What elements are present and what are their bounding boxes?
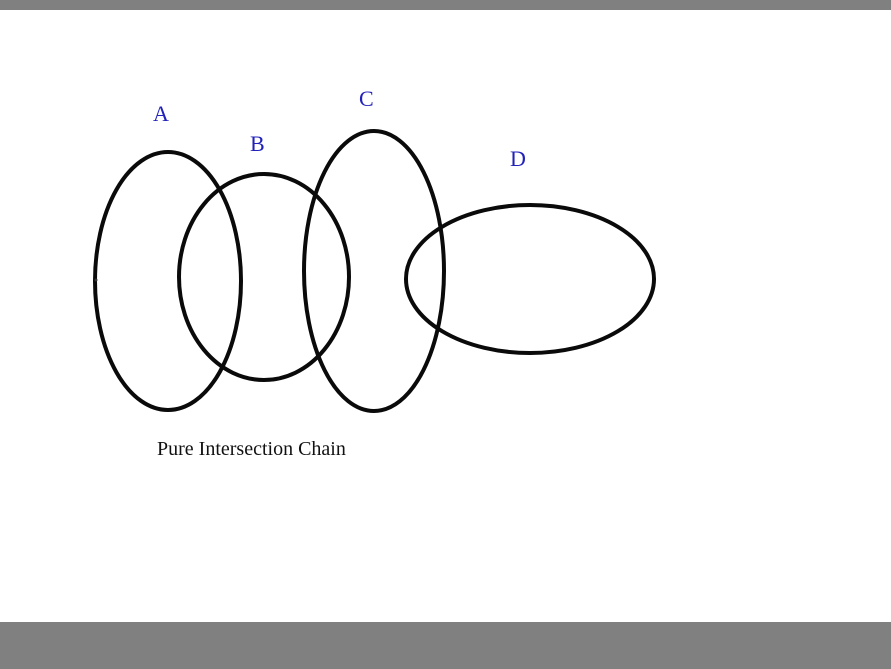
set-label-b: B [250,131,265,156]
set-label-a: A [153,101,169,126]
set-label-d: D [510,146,526,171]
diagram-caption: Pure Intersection Chain [157,438,346,460]
bottom-border-bar [0,622,891,669]
top-border-bar [0,0,891,10]
ellipse-set-d [404,203,656,355]
ellipse-set-b [177,172,351,382]
ellipse-set-c [302,129,446,413]
stray-mark [94,278,98,282]
set-label-c: C [359,86,374,111]
